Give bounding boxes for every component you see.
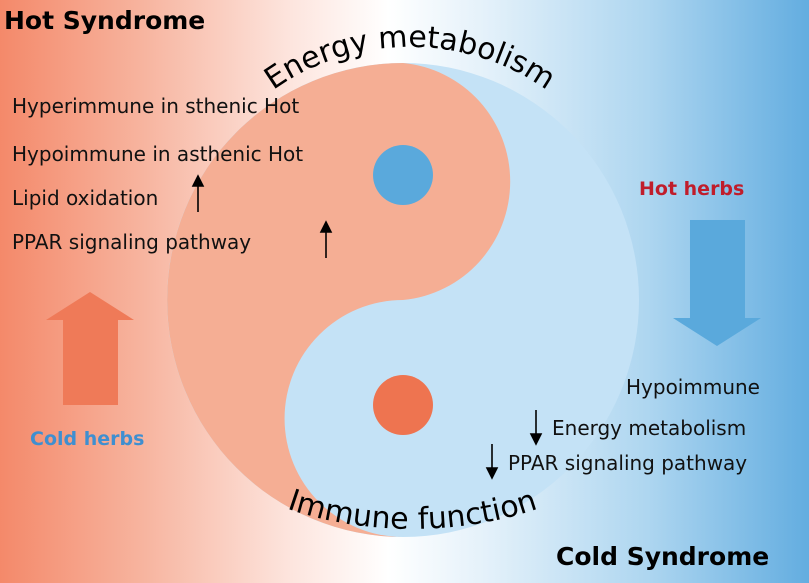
- hot-syndrome-title: Hot Syndrome: [4, 6, 206, 35]
- hot-item-hypoimmune: Hypoimmune in asthenic Hot: [12, 142, 304, 166]
- cold-herbs-label: Cold herbs: [30, 428, 145, 450]
- hot-item-ppar: PPAR signaling pathway: [12, 230, 252, 254]
- hot-herbs-down-arrow: [673, 220, 761, 346]
- ppar-down-arrow-icon: [485, 444, 499, 480]
- hot-item-lipid-oxidation: Lipid oxidation: [12, 186, 159, 210]
- energy-metabolism-down-arrow-icon: [529, 410, 543, 446]
- cold-dot: [373, 145, 433, 205]
- cold-item-hypoimmune: Hypoimmune: [626, 375, 760, 399]
- cold-item-energy-metabolism: Energy metabolism: [552, 416, 747, 440]
- ppar-up-arrow-icon: [319, 220, 333, 258]
- hot-dot: [373, 375, 433, 435]
- lipid-oxidation-up-arrow-icon: [191, 174, 205, 212]
- cold-syndrome-title: Cold Syndrome: [556, 542, 770, 571]
- hot-item-hyperimmune: Hyperimmune in sthenic Hot: [12, 94, 300, 118]
- cold-herbs-up-arrow: [46, 292, 134, 405]
- hot-herbs-label: Hot herbs: [639, 178, 745, 200]
- cold-item-ppar: PPAR signaling pathway: [508, 451, 748, 475]
